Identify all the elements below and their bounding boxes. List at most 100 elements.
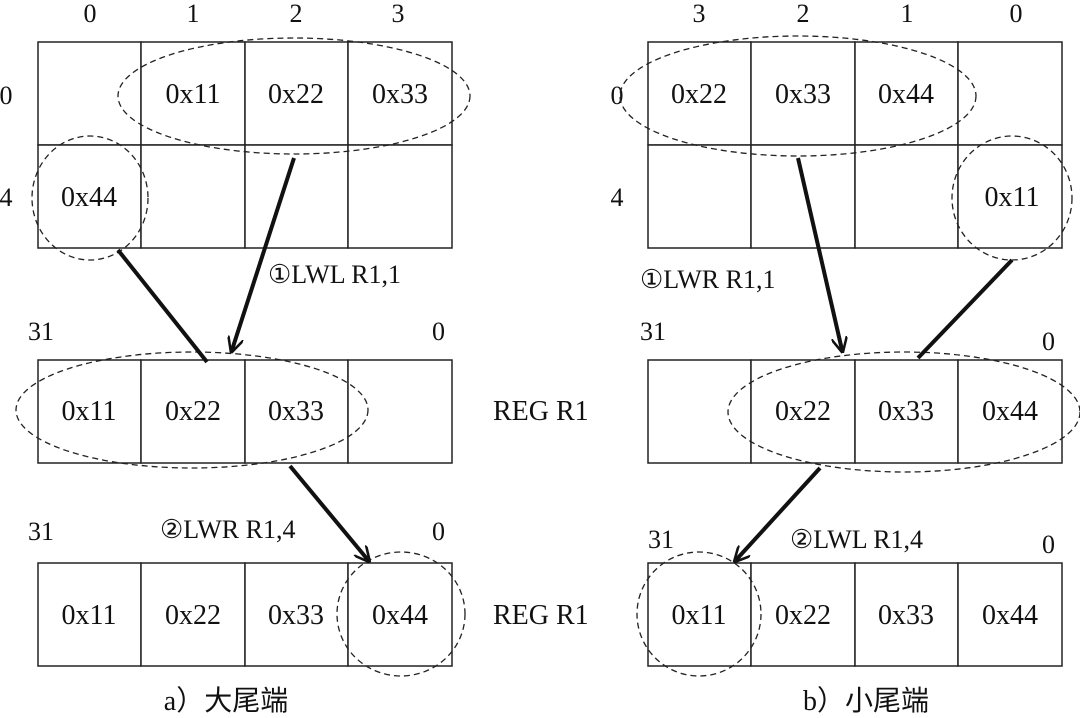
big-row-label-4: 4 [0, 183, 13, 212]
memory-value: 0x33 [372, 79, 428, 110]
register-cell [957, 562, 1063, 667]
data-flow-arrow [736, 466, 822, 560]
big-reg2-bit-0: 0 [432, 517, 445, 546]
register-cell [854, 562, 959, 667]
little-register-2: 0x11 0x22 0x33 0x44 [647, 562, 1063, 667]
register-value: 0x33 [268, 396, 324, 427]
memory-value: 0x11 [985, 182, 1040, 213]
little-endian-panel: 3 2 1 0 0 4 0x22 0x33 0x44 0x11 [611, 0, 1080, 717]
register-value: 0x33 [878, 600, 934, 631]
memory-cell [140, 41, 246, 146]
register-value: 0x33 [878, 396, 934, 427]
little-reg2-bit-31: 31 [648, 525, 674, 554]
register-cell [37, 562, 142, 667]
memory-cell [347, 41, 453, 146]
big-memory-row-0: 0x11 0x22 0x33 [37, 41, 453, 146]
selection-ellipse [31, 135, 149, 261]
little-col-label-2: 2 [797, 0, 810, 28]
little-reg1-bit-0: 0 [1042, 327, 1055, 356]
memory-cell [750, 41, 856, 146]
memory-cell [647, 144, 752, 249]
register-cell [244, 562, 349, 667]
big-memory-row-4: 0x44 [37, 144, 453, 249]
big-col-label-2: 2 [290, 0, 303, 28]
little-register-1: 0x22 0x33 0x44 [647, 359, 1063, 464]
big-reg1-bit-31: 31 [28, 317, 54, 346]
register-value: 0x33 [268, 600, 324, 631]
memory-cell [37, 41, 142, 146]
little-row-label-0: 0 [611, 81, 624, 110]
register-cell [647, 562, 752, 667]
big-step2-label: ②LWR R1,4 [160, 515, 295, 544]
register-cell [140, 562, 246, 667]
register-value: 0x44 [982, 600, 1038, 631]
selection-ellipse [727, 351, 1080, 473]
big-register-2: 0x11 0x22 0x33 0x44 [37, 562, 453, 667]
memory-value: 0x44 [878, 79, 934, 110]
memory-value: 0x44 [61, 182, 117, 213]
selection-ellipse [117, 37, 471, 155]
register-value: 0x11 [62, 600, 117, 631]
selection-ellipse [636, 551, 762, 677]
register-cell [347, 562, 453, 667]
big-endian-caption: a）大尾端 [164, 685, 288, 717]
big-reg1-bit-0: 0 [432, 317, 445, 346]
memory-cell [854, 144, 959, 249]
register-value: 0x11 [62, 396, 117, 427]
register-value: 0x44 [372, 600, 428, 631]
big-reg1-name: REG R1 [493, 396, 589, 427]
memory-value: 0x22 [671, 79, 727, 110]
memory-cell [347, 144, 453, 249]
little-reg1-bit-31: 31 [640, 317, 666, 346]
little-row-label-4: 4 [611, 183, 624, 212]
big-reg2-bit-31: 31 [28, 517, 54, 546]
register-value: 0x22 [165, 396, 221, 427]
memory-cell [244, 144, 349, 249]
register-cell [957, 359, 1063, 464]
big-step1-label: ①LWL R1,1 [268, 260, 401, 289]
register-value: 0x44 [982, 396, 1038, 427]
big-reg2-name: REG R1 [493, 600, 589, 631]
selection-ellipse [336, 551, 466, 677]
register-value: 0x22 [165, 600, 221, 631]
register-cell [750, 562, 856, 667]
big-register-1: 0x11 0x22 0x33 [37, 359, 453, 464]
big-col-label-3: 3 [392, 0, 405, 28]
register-cell [347, 359, 453, 464]
little-reg2-bit-0: 0 [1042, 530, 1055, 559]
register-value: 0x22 [775, 396, 831, 427]
data-flow-arrow [916, 258, 1014, 360]
little-endian-caption: b）小尾端 [803, 685, 929, 717]
memory-value: 0x33 [775, 79, 831, 110]
little-step2-label: ②LWL R1,4 [790, 525, 923, 554]
register-value: 0x11 [672, 600, 727, 631]
memory-cell [957, 41, 1063, 146]
little-step1-label: ①LWR R1,1 [640, 265, 775, 294]
big-col-label-0: 0 [84, 0, 97, 28]
memory-value: 0x11 [166, 79, 221, 110]
register-cell [140, 359, 246, 464]
memory-cell [750, 144, 856, 249]
register-cell [854, 359, 959, 464]
little-memory-row-0: 0x22 0x33 0x44 [647, 41, 1063, 146]
memory-cell [140, 144, 246, 249]
big-endian-panel: 0 1 2 3 0 4 0x11 0x22 0x33 0x44 [0, 0, 589, 717]
little-col-label-3: 3 [693, 0, 706, 28]
register-value: 0x22 [775, 600, 831, 631]
selection-ellipse [619, 35, 977, 157]
memory-value: 0x22 [268, 79, 324, 110]
data-flow-arrow [116, 248, 209, 364]
register-cell [647, 359, 752, 464]
data-flow-arrow [288, 464, 368, 560]
little-col-label-1: 1 [901, 0, 914, 28]
memory-cell [244, 41, 349, 146]
data-flow-arrow [232, 157, 296, 350]
big-row-label-0: 0 [0, 81, 13, 110]
little-col-label-0: 0 [1010, 0, 1023, 28]
selection-ellipse [15, 351, 369, 469]
data-flow-arrow [796, 157, 842, 350]
memory-cell [957, 144, 1063, 249]
little-memory-row-4: 0x11 [647, 144, 1063, 249]
